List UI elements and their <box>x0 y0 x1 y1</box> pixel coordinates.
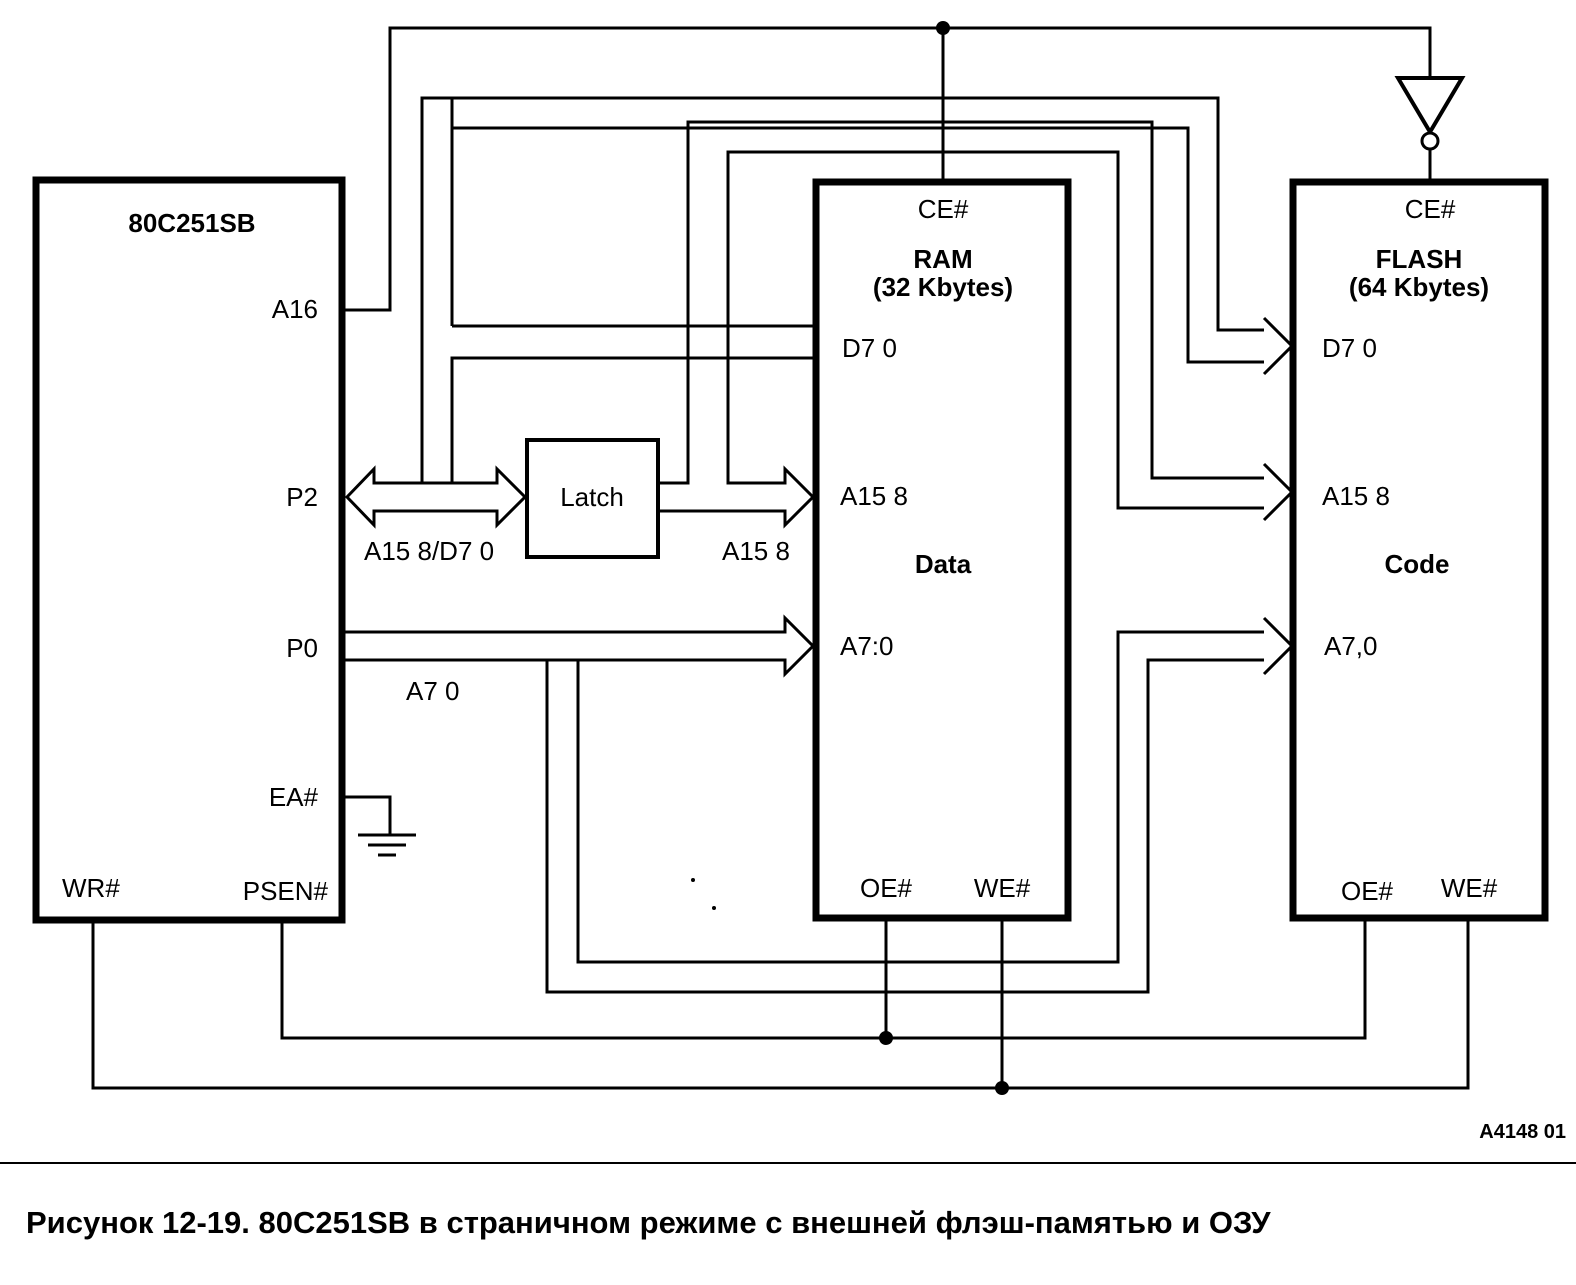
p2-data-bus-inner <box>450 356 815 483</box>
stray-dot-2 <box>712 906 716 910</box>
latch-out-bus-inner <box>658 150 1264 529</box>
wr-wire <box>91 920 1470 1090</box>
wr-junction-dot <box>995 1081 1009 1095</box>
figure-ref: A4148 01 <box>1479 1121 1566 1143</box>
stray-dot-1 <box>691 878 695 882</box>
cpu-pin-psen: PSEN# <box>243 876 329 906</box>
cpu-pin-wr: WR# <box>62 873 120 903</box>
ram-pin-oe: OE# <box>860 873 913 903</box>
flash-a70-arrowhead <box>1262 616 1295 676</box>
flash-a158-arrowhead <box>1262 462 1295 522</box>
p2-bus-arrow <box>344 465 528 529</box>
latch-out-label: A15 8 <box>722 536 790 566</box>
inverter-bubble <box>1420 131 1440 151</box>
inverter-symbol <box>1394 76 1466 136</box>
p0-bus-label: A7 0 <box>406 676 460 706</box>
cpu-pin-p2: P2 <box>286 482 318 512</box>
ram-pin-a70: A7:0 <box>840 631 894 661</box>
figure-caption: Рисунок 12-19. 80C251SB в страничном реж… <box>26 1205 1271 1240</box>
p0-bus-loop-inner <box>576 630 1264 964</box>
flash-pin-a70: A7,0 <box>1324 631 1378 661</box>
cpu-title: 80C251SB <box>128 208 255 238</box>
psen-wire <box>280 920 1367 1040</box>
cpu-pin-p0: P0 <box>286 633 318 663</box>
ram-pin-ce: CE# <box>918 194 969 224</box>
ram-pin-d70: D7 0 <box>842 333 897 363</box>
a16-wire <box>345 26 1432 312</box>
ram-function: Data <box>915 549 972 579</box>
flash-title: FLASH <box>1376 244 1463 274</box>
cpu-pin-a16: A16 <box>272 294 318 324</box>
latch-out-bus <box>658 120 1264 485</box>
cpu-pin-ea: EA# <box>269 782 319 812</box>
p2-bus-label: A15 8/D7 0 <box>364 536 494 566</box>
flash-box <box>1289 178 1549 922</box>
flash-pin-a158: A15 8 <box>1322 481 1390 511</box>
flash-pin-d70: D7 0 <box>1322 333 1377 363</box>
p2-data-bus-to-flash <box>452 126 1264 364</box>
cpu-box <box>32 176 346 924</box>
ram-pin-a158: A15 8 <box>840 481 908 511</box>
ram-pin-we: WE# <box>974 873 1031 903</box>
ram-box <box>812 178 1072 922</box>
flash-size: (64 Kbytes) <box>1349 272 1489 302</box>
psen-junction-dot <box>879 1031 893 1045</box>
flash-function: Code <box>1385 549 1450 579</box>
ram-title: RAM <box>913 244 972 274</box>
flash-pin-oe: OE# <box>1341 876 1394 906</box>
flash-pin-ce: CE# <box>1405 194 1456 224</box>
p2-data-bus-outer <box>420 96 1264 483</box>
flash-pin-we: WE# <box>1441 873 1498 903</box>
p0-bus-loop-outer <box>545 658 1264 994</box>
latch-box <box>525 438 660 559</box>
a16-junction-dot <box>936 21 950 35</box>
ea-wire <box>345 795 392 835</box>
ram-size: (32 Kbytes) <box>873 272 1013 302</box>
latch-title: Latch <box>560 482 624 512</box>
flash-d70-arrowhead <box>1262 316 1295 376</box>
